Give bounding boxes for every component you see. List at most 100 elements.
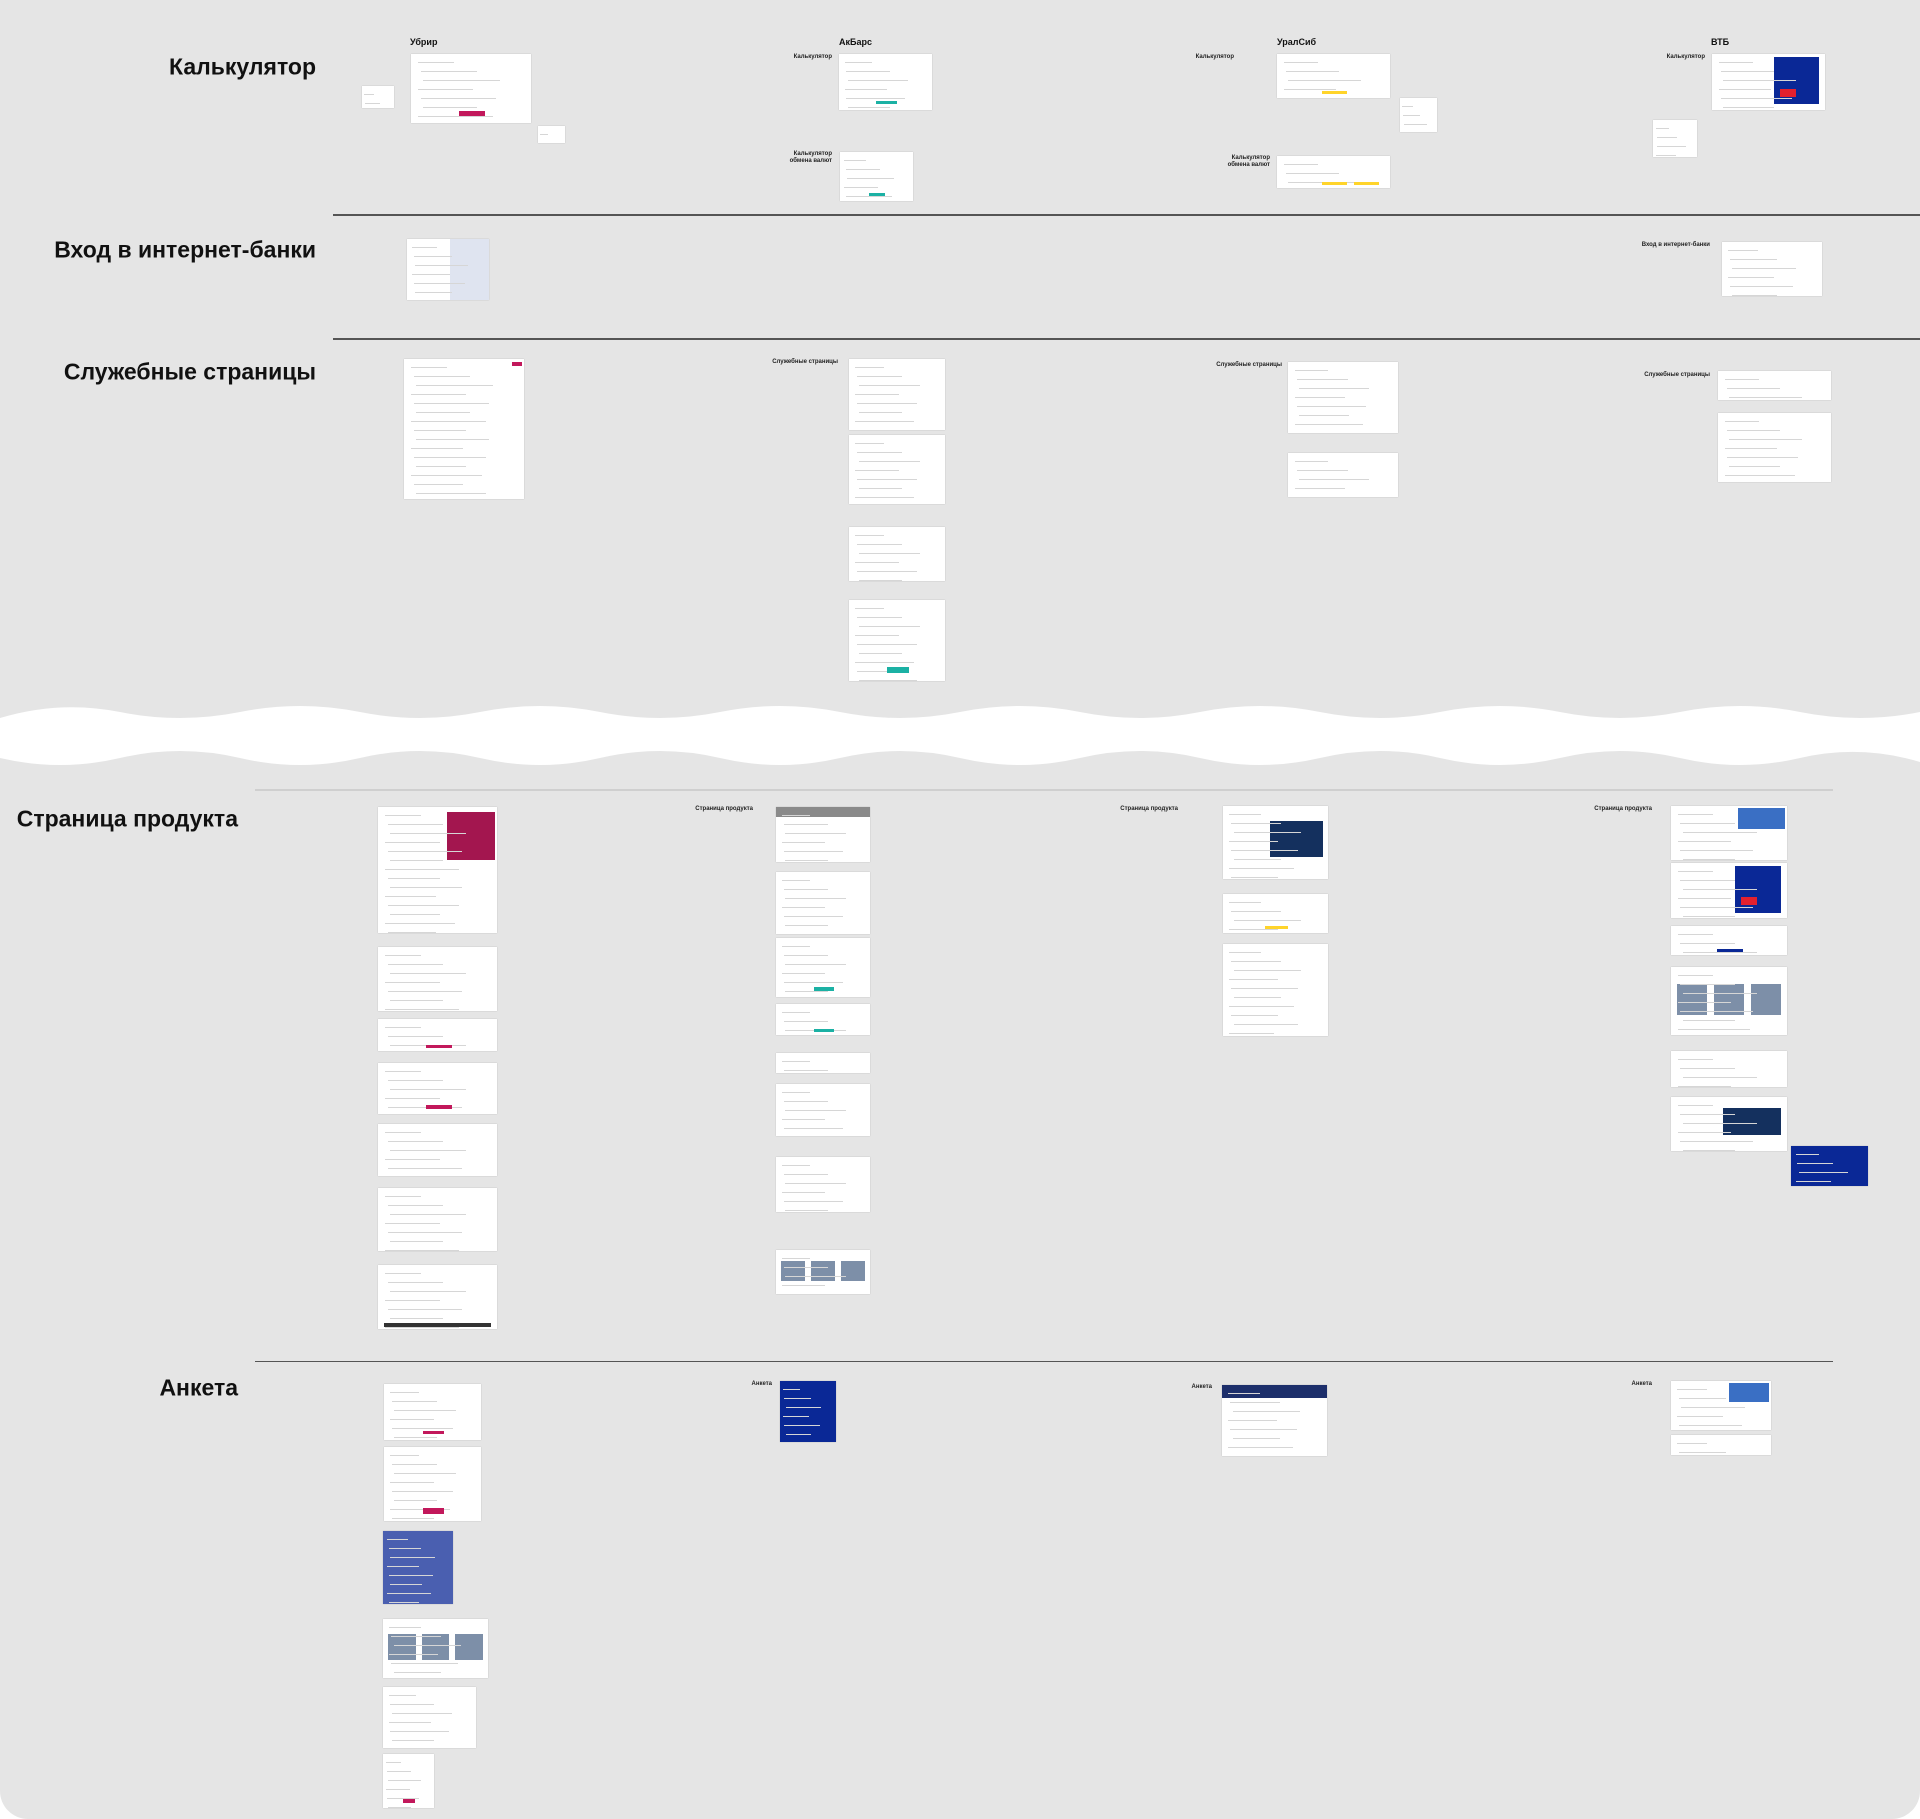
thumbnail-text-line [387, 851, 463, 852]
frame-thumbnail-akbars[interactable] [849, 527, 945, 581]
frame-thumbnail-ubrir[interactable] [383, 1687, 476, 1748]
frame-thumbnail-uralsib[interactable] [1223, 944, 1328, 1036]
thumbnail-text-line [387, 905, 459, 906]
thumbnail-text-line [1677, 934, 1713, 935]
thumbnail-button [1779, 88, 1796, 97]
thumbnail-hero-image [1729, 1382, 1769, 1402]
thumbnail-text-line [389, 1000, 444, 1001]
frame-thumbnail-uralsib[interactable] [1277, 156, 1390, 188]
frame-thumbnail-ubrir[interactable] [383, 1531, 453, 1604]
frame-thumbnail-ubrir[interactable] [378, 947, 497, 1011]
frame-thumbnail-uralsib[interactable] [1223, 806, 1328, 879]
frame-thumbnail-ubrir[interactable] [404, 359, 524, 499]
frame-thumbnail-ubrir[interactable] [383, 1619, 488, 1678]
frame-thumbnail-uralsib[interactable] [1400, 98, 1437, 132]
thumbnail-header-button [512, 361, 522, 366]
thumbnail-text-line [1677, 1443, 1707, 1444]
section-title-service: Служебные страницы [63, 358, 316, 385]
section-break-wave [0, 706, 1920, 765]
frame-thumbnail-uralsib[interactable] [1277, 54, 1390, 98]
thumbnail-image [1713, 984, 1745, 1015]
thumbnail-text-line [416, 412, 470, 413]
frame-thumbnail-ubrir[interactable] [362, 86, 394, 108]
frame-thumbnail-akbars[interactable] [776, 1053, 870, 1073]
frame-thumbnail-vtb[interactable] [1718, 371, 1831, 400]
frame-thumbnail-vtb[interactable] [1671, 1381, 1771, 1430]
thumbnail-text-line [387, 1036, 444, 1037]
frame-thumbnail-vtb[interactable] [1712, 54, 1825, 110]
thumbnail-text-line [785, 1434, 811, 1435]
frame-thumbnail-vtb[interactable] [1722, 242, 1822, 296]
frame-thumbnail-akbars[interactable] [839, 54, 932, 110]
frame-thumbnail-ubrir[interactable] [384, 1447, 481, 1521]
frame-thumbnail-ubrir[interactable] [378, 807, 497, 933]
frame-thumbnail-ubrir[interactable] [378, 1019, 497, 1051]
frame-thumbnail-ubrir[interactable] [378, 1265, 497, 1329]
thumbnail-dark-panel [1270, 820, 1323, 858]
thumbnail-text-line [854, 635, 899, 636]
frame-thumbnail-akbars[interactable] [776, 1157, 870, 1212]
frame-label: Калькулятор обмена валют [1227, 155, 1270, 168]
frame-thumbnail-vtb[interactable] [1791, 1146, 1868, 1186]
thumbnail-text-line [783, 916, 843, 917]
thumbnail-text-line [1680, 1114, 1735, 1115]
frame-thumbnail-ubrir[interactable] [407, 239, 489, 300]
frame-thumbnail-ubrir[interactable] [538, 126, 565, 143]
frame-thumbnail-uralsib[interactable] [1288, 362, 1398, 433]
frame-thumbnail-akbars[interactable] [780, 1381, 836, 1442]
thumbnail-text-line [1730, 259, 1777, 260]
frame-thumbnail-uralsib[interactable] [1223, 894, 1328, 933]
frame-thumbnail-ubrir[interactable] [378, 1188, 497, 1251]
frame-thumbnail-vtb[interactable] [1671, 1051, 1787, 1087]
frame-thumbnail-akbars[interactable] [840, 152, 913, 201]
frame-thumbnail-ubrir[interactable] [378, 1124, 497, 1176]
thumbnail-text-line [1677, 975, 1713, 976]
thumbnail-text-line [411, 475, 482, 476]
thumbnail-text-line [389, 1392, 419, 1393]
thumbnail-text-line [783, 1389, 801, 1390]
thumbnail-text-line [387, 1232, 463, 1233]
frame-thumbnail-vtb[interactable] [1671, 806, 1787, 860]
thumbnail-text-line [1299, 415, 1349, 416]
frame-thumbnail-vtb[interactable] [1671, 1435, 1771, 1455]
frame-thumbnail-akbars[interactable] [776, 1250, 870, 1294]
frame-thumbnail-vtb[interactable] [1653, 120, 1697, 157]
frame-thumbnail-akbars[interactable] [849, 600, 945, 681]
frame-thumbnail-akbars[interactable] [776, 1084, 870, 1136]
frame-label: Служебные страницы [1644, 372, 1710, 378]
thumbnail-text-line [845, 196, 892, 197]
frame-thumbnail-uralsib[interactable] [1288, 453, 1398, 497]
frame-thumbnail-akbars[interactable] [776, 872, 870, 934]
frame-thumbnail-akbars[interactable] [849, 359, 945, 430]
thumbnail-text-line [385, 982, 440, 983]
thumbnail-text-line [388, 1780, 421, 1781]
frame-thumbnail-akbars[interactable] [776, 938, 870, 997]
frame-thumbnail-vtb[interactable] [1671, 863, 1787, 918]
thumbnail-text-line [785, 925, 828, 926]
thumbnail-text-line [1677, 1002, 1732, 1003]
frame-thumbnail-ubrir[interactable] [383, 1754, 434, 1808]
frame-thumbnail-vtb[interactable] [1671, 967, 1787, 1035]
frame-thumbnail-akbars[interactable] [849, 435, 945, 504]
frame-thumbnail-vtb[interactable] [1671, 1097, 1787, 1151]
thumbnail-text-line [411, 421, 486, 422]
frame-thumbnail-ubrir[interactable] [384, 1384, 481, 1440]
frame-label: Страница продукта [1594, 806, 1652, 812]
thumbnail-text-line [854, 608, 884, 609]
thumbnail-text-line [1795, 1154, 1819, 1155]
thumbnail-text-line [1680, 823, 1735, 824]
thumbnail-button [459, 111, 486, 117]
thumbnail-text-line [1656, 137, 1678, 138]
frame-thumbnail-vtb[interactable] [1718, 413, 1831, 482]
thumbnail-text-line [856, 617, 902, 618]
thumbnail-text-line [1677, 1132, 1732, 1133]
thumbnail-text-line [416, 493, 486, 494]
frame-thumbnail-akbars[interactable] [776, 807, 870, 862]
thumbnail-text-line [1228, 1420, 1277, 1421]
frame-thumbnail-ubrir[interactable] [378, 1063, 497, 1114]
frame-thumbnail-ubrir[interactable] [411, 54, 531, 123]
frame-thumbnail-akbars[interactable] [776, 1004, 870, 1035]
frame-thumbnail-uralsib[interactable] [1222, 1385, 1327, 1456]
frame-thumbnail-vtb[interactable] [1671, 926, 1787, 955]
